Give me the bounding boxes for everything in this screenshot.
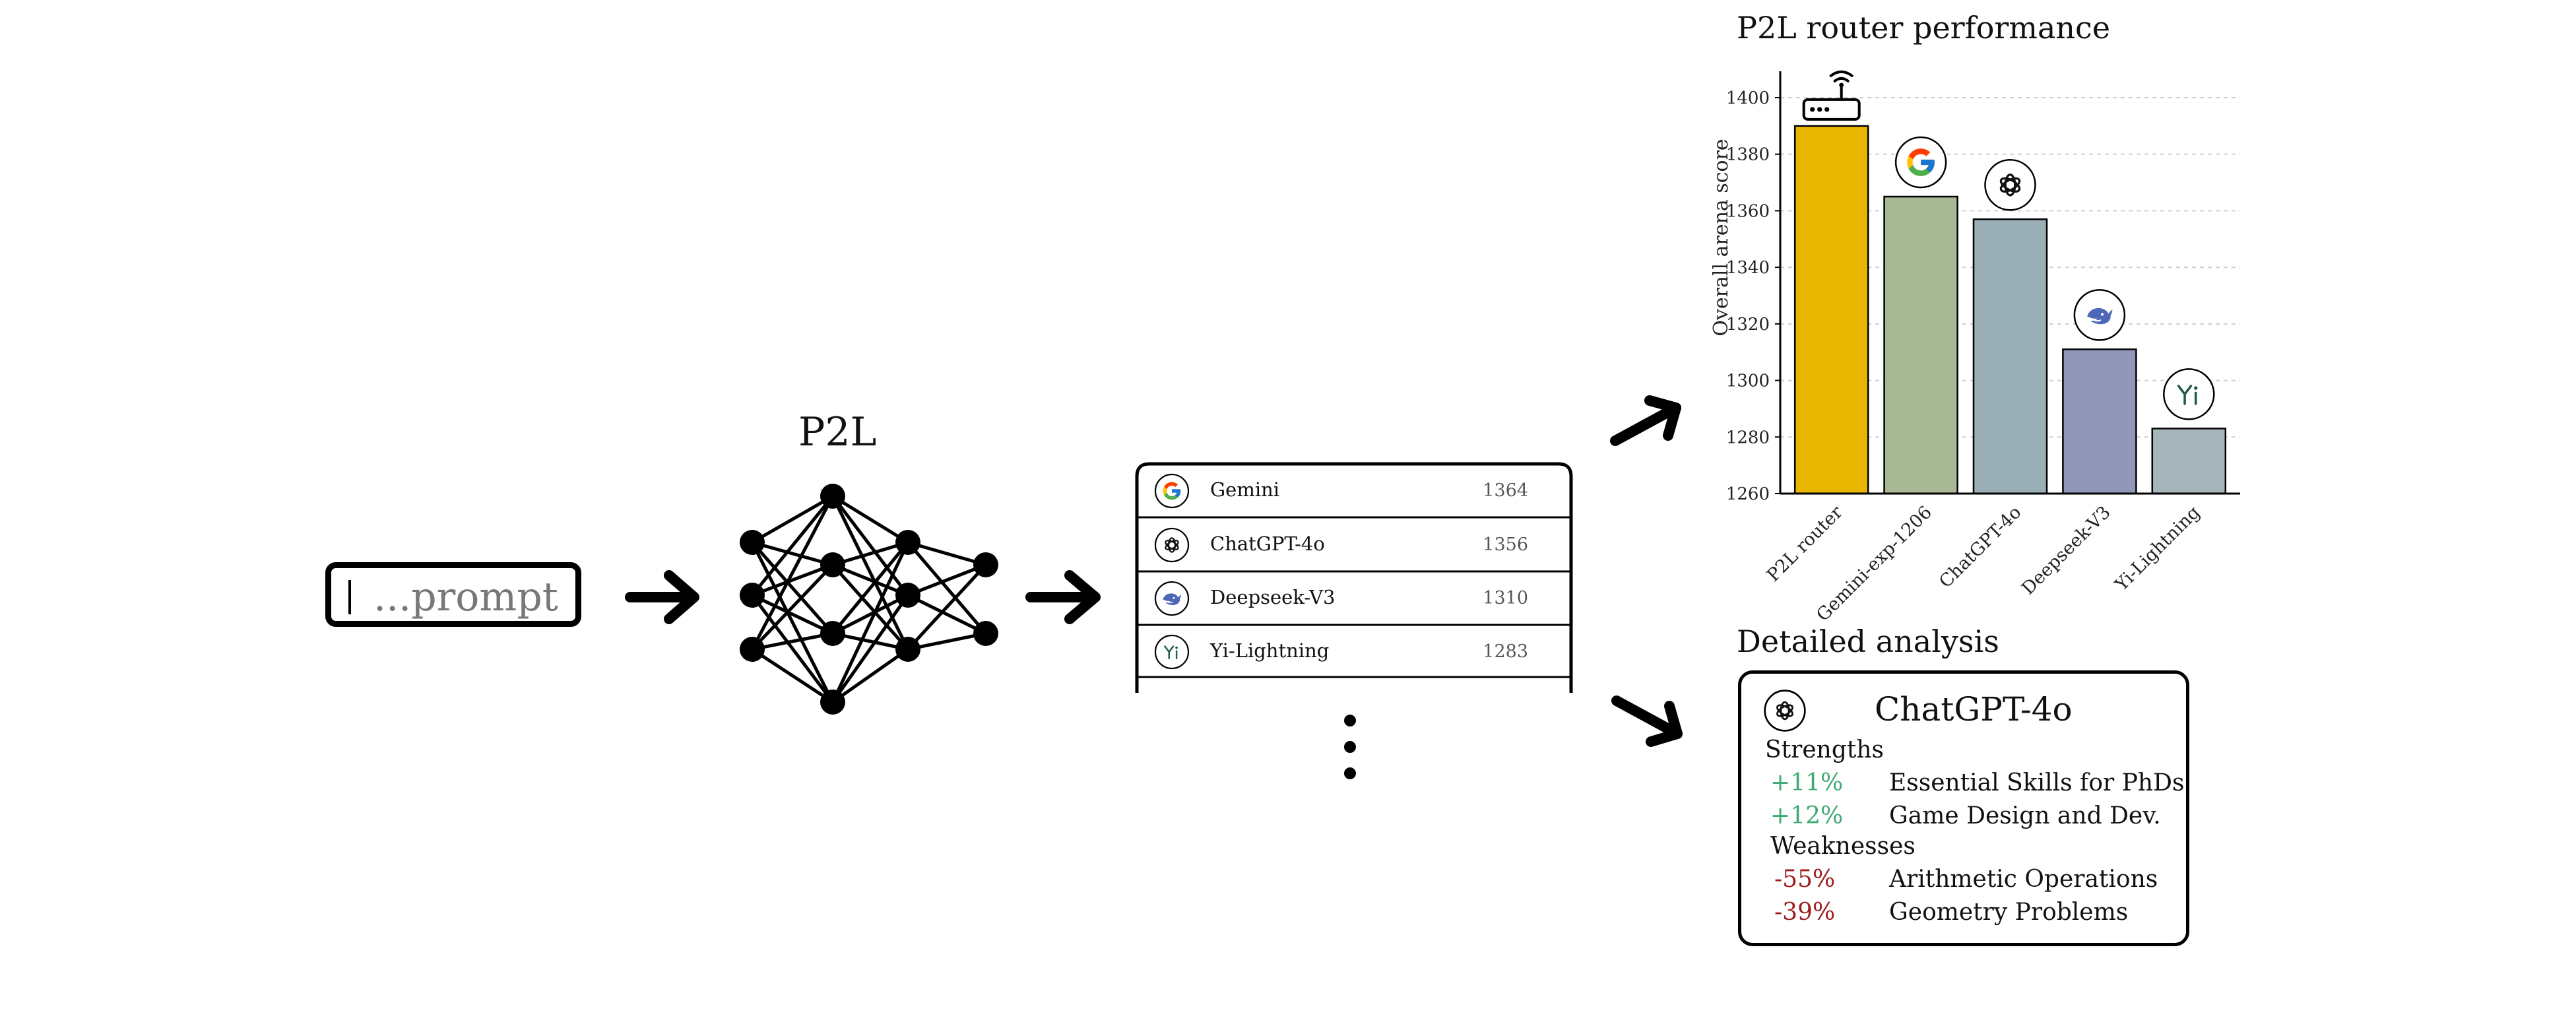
y-tick-label: 1340 bbox=[1726, 258, 1770, 278]
model-name: Gemini bbox=[1210, 478, 1280, 501]
yi-icon bbox=[1154, 634, 1190, 670]
y-tick-label: 1380 bbox=[1726, 145, 1770, 165]
y-tick-label: 1280 bbox=[1726, 428, 1770, 447]
p2l-label: P2L bbox=[798, 409, 877, 455]
router-icon bbox=[1802, 70, 1861, 121]
x-tick-label: P2L router bbox=[1763, 502, 1847, 586]
chart-bar bbox=[1883, 195, 1958, 495]
chart-title: P2L router performance bbox=[1737, 10, 2111, 46]
y-tick-label: 1300 bbox=[1726, 371, 1770, 391]
prompt-text: ...prompt bbox=[373, 574, 558, 620]
deepseek-icon bbox=[2073, 289, 2126, 341]
google-icon bbox=[1154, 473, 1190, 509]
openai-icon bbox=[1154, 527, 1190, 563]
neural-network-icon bbox=[740, 484, 998, 715]
openai-icon bbox=[1764, 690, 1806, 732]
chart-y-ticks: 1260 1280 1300 1320 1340 1360 1380 1400 bbox=[1726, 88, 1780, 504]
list-item[interactable]: Gemini 1364 bbox=[1139, 465, 1569, 517]
list-item[interactable]: Deepseek-V3 1310 bbox=[1139, 572, 1569, 625]
chart-bar bbox=[1972, 218, 2048, 495]
google-icon bbox=[1894, 136, 1947, 189]
x-tick-label: ChatGPT-4o bbox=[1935, 502, 2025, 592]
strength-percent: +11% bbox=[1770, 769, 1844, 796]
y-tick-label: 1400 bbox=[1726, 88, 1770, 108]
more-dots-icon bbox=[1344, 715, 1356, 779]
model-name: Yi-Lightning bbox=[1210, 639, 1330, 662]
strength-category: Essential Skills for PhDs bbox=[1889, 769, 2185, 796]
x-tick-label: Deepseek-V3 bbox=[2018, 502, 2115, 599]
yi-icon bbox=[2163, 368, 2215, 420]
arrow-icon bbox=[1611, 695, 1683, 747]
chart-axes bbox=[1779, 71, 2240, 495]
model-score: 1283 bbox=[1483, 641, 1528, 662]
weaknesses-label: Weaknesses bbox=[1770, 833, 1916, 860]
weakness-category: Geometry Problems bbox=[1889, 899, 2129, 926]
deepseek-icon bbox=[1154, 581, 1190, 616]
bar-chart: 1260 1280 1300 1320 1340 1360 1380 1400 P2L rou… bbox=[1710, 70, 2240, 620]
y-tick-label: 1320 bbox=[1726, 315, 1770, 335]
weakness-percent: -39% bbox=[1774, 899, 1836, 926]
weakness-percent: -55% bbox=[1774, 866, 1836, 893]
openai-icon bbox=[1984, 159, 2036, 211]
weakness-category: Arithmetic Operations bbox=[1889, 866, 2158, 893]
analysis-model-name: ChatGPT-4o bbox=[1875, 690, 2073, 728]
model-name: ChatGPT-4o bbox=[1210, 532, 1325, 555]
chart-bar-icons bbox=[1802, 70, 2215, 420]
chart-bars bbox=[1793, 125, 2227, 495]
chart-bar bbox=[1793, 125, 1869, 495]
analysis-card: ChatGPT-4o Strengths +11% Essential Skil… bbox=[1738, 670, 2189, 946]
chart-bar bbox=[2062, 348, 2137, 495]
model-name: Deepseek-V3 bbox=[1210, 586, 1336, 608]
analysis-title: Detailed analysis bbox=[1737, 624, 1999, 659]
prompt-input[interactable]: ...prompt bbox=[325, 562, 581, 627]
y-tick-label: 1260 bbox=[1726, 484, 1770, 504]
list-item[interactable]: ChatGPT-4o 1356 bbox=[1139, 519, 1569, 571]
model-score: 1356 bbox=[1483, 534, 1528, 555]
list-frame bbox=[1135, 462, 1573, 693]
model-score: 1310 bbox=[1483, 588, 1528, 608]
model-score: 1364 bbox=[1483, 480, 1528, 501]
arrow-icon bbox=[625, 570, 699, 624]
strength-category: Game Design and Dev. bbox=[1889, 802, 2161, 829]
chart-y-axis-label: Overall arena score bbox=[1710, 139, 1733, 336]
arrow-icon bbox=[1610, 395, 1681, 446]
x-tick-label: Yi-Lightning bbox=[2111, 502, 2204, 595]
strength-percent: +12% bbox=[1770, 802, 1844, 829]
model-ranking-list: Gemini 1364 ChatGPT-4o 1356 Deepseek-V3 … bbox=[1135, 462, 1573, 693]
text-cursor bbox=[348, 580, 351, 614]
strengths-label: Strengths bbox=[1765, 736, 1884, 763]
list-item[interactable]: Yi-Lightning 1283 bbox=[1139, 626, 1569, 678]
arrow-icon bbox=[1025, 570, 1101, 624]
chart-bar bbox=[2151, 428, 2227, 495]
y-tick-label: 1360 bbox=[1726, 201, 1770, 221]
